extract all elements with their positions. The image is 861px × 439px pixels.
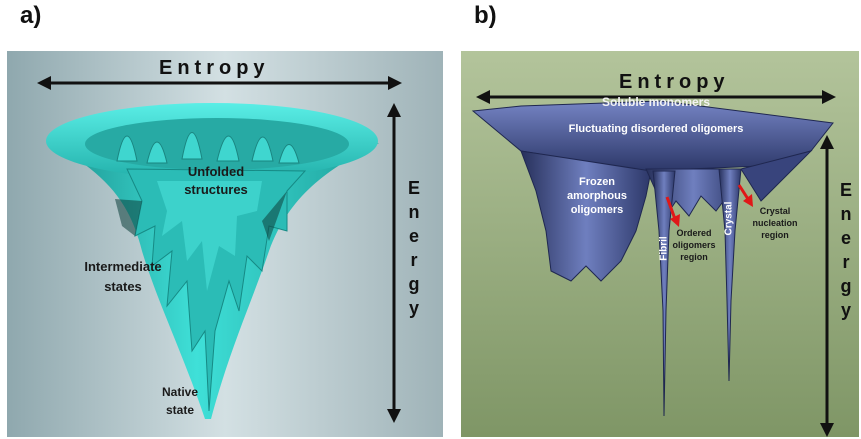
- native-state-label: Native state: [161, 385, 199, 417]
- energy-letter: r: [842, 252, 850, 272]
- soluble-monomers-label: Soluble monomers: [601, 95, 711, 109]
- crystal-label: Crystal: [723, 201, 735, 236]
- frozen-amorphous-label: Frozen amorphous oligomers: [567, 176, 627, 216]
- energy-letter: n: [840, 204, 852, 224]
- energy-letter: E: [407, 178, 420, 198]
- energy-letter: E: [839, 180, 852, 200]
- fluctuating-oligomers-label: Fluctuating disordered oligomers: [568, 123, 744, 135]
- crystal-nucleation-label: Crystal nucleation region: [752, 206, 798, 240]
- aggregation-landscape-diagram: [461, 51, 859, 437]
- energy-letter: e: [840, 228, 851, 248]
- ordered-arrow: [665, 196, 677, 220]
- energy-letter: g: [840, 276, 852, 296]
- energy-letter: g: [408, 274, 420, 294]
- energy-letter: n: [408, 202, 420, 222]
- entropy-label-b: Entropy: [619, 71, 730, 93]
- unfolded-structures-label: Unfolded structures: [184, 164, 248, 197]
- panel-a-letter: a): [20, 2, 42, 29]
- entropy-label-a: Entropy: [159, 57, 270, 79]
- folding-funnel-diagram: [7, 51, 443, 437]
- panel-b-letter: b): [474, 2, 497, 29]
- ordered-oligomers-label: Ordered oligomers region: [672, 228, 716, 262]
- panel-b: Entropy E n e r g y Soluble monomers Flu…: [461, 51, 859, 437]
- panel-a: Entropy E n e r g y Unfolded structures …: [7, 51, 443, 437]
- nucleation-arrow: [737, 184, 750, 200]
- energy-letter: y: [840, 300, 851, 320]
- intermediate-states-label: Intermediate states: [84, 259, 162, 294]
- energy-letter: r: [410, 250, 418, 270]
- energy-letter: e: [408, 226, 419, 246]
- energy-letter: y: [408, 298, 419, 318]
